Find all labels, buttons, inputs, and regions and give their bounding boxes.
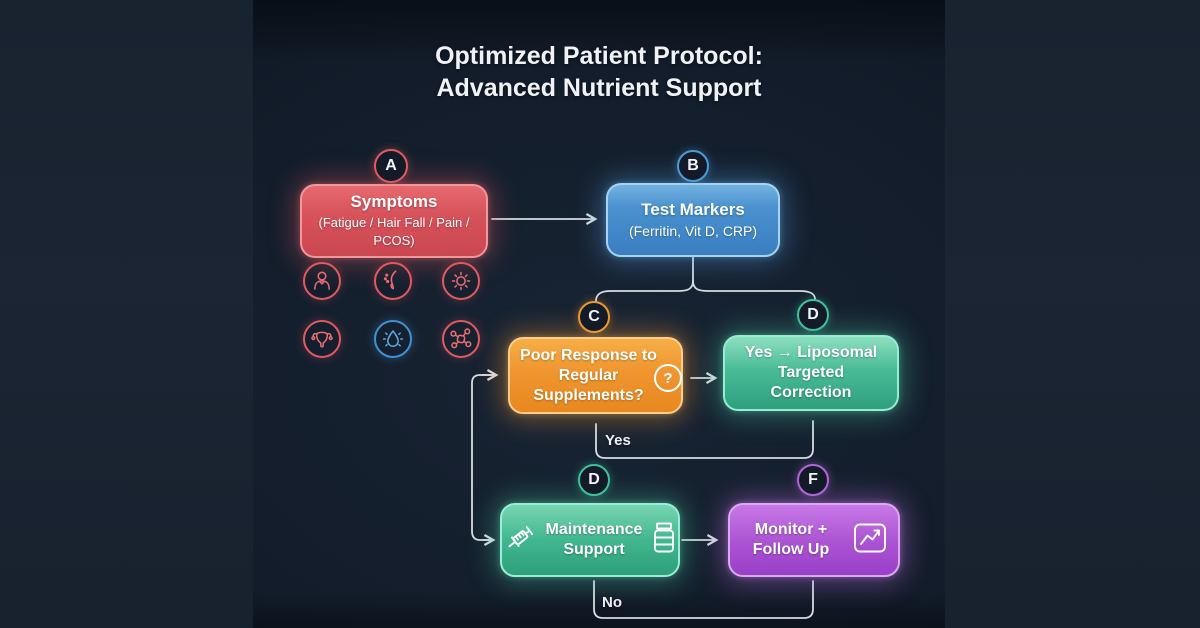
node-liposomal-title: Yes → Liposomal Targeted Correction (744, 344, 878, 401)
node-test-markers: Test Markers (Ferritin, Vit D, CRP) (606, 183, 780, 257)
question-mark-icon: ? (654, 364, 682, 392)
edge-branch-right-to-d (692, 280, 816, 300)
sun-icon (442, 262, 480, 300)
badge-step-c: C (578, 301, 610, 333)
left-letterbox-panel (0, 0, 253, 628)
trend-chart-icon (851, 520, 889, 561)
node-maintenance-title: Maintenance Support (545, 521, 643, 558)
node-liposomal-correction: Yes → Liposomal Targeted Correction (723, 335, 899, 411)
node-poor-response: Poor Response to Regular Supplements? (508, 337, 683, 414)
molecule-icon (442, 320, 480, 358)
edge-left-bracket (471, 374, 495, 541)
person-icon (303, 262, 341, 300)
node-symptoms: Symptoms (Fatigue / Hair Fall / Pain / P… (300, 184, 488, 258)
badge-step-a: A (374, 149, 408, 183)
badge-step-d-maintenance: D (578, 464, 610, 496)
edge-label-yes: Yes (605, 432, 631, 449)
node-poor-response-title: Poor Response to Regular Supplements? (520, 346, 657, 404)
hair-follicle-icon (374, 262, 412, 300)
uterus-icon (303, 320, 341, 358)
badge-step-d-liposomal: D (797, 299, 829, 331)
edge-no-u-connector (593, 580, 814, 619)
node-maintenance-support: Maintenance Support (500, 503, 680, 577)
page-title: Optimized Patient Protocol: Advanced Nut… (253, 40, 945, 104)
flowchart-panel: Optimized Patient Protocol: Advanced Nut… (253, 0, 945, 628)
title-line-2: Advanced Nutrient Support (436, 74, 762, 102)
edge-branch-left-to-c (595, 280, 694, 302)
water-drop-icon (374, 320, 412, 358)
node-symptoms-subtitle: (Fatigue / Hair Fall / Pain / PCOS) (318, 215, 470, 248)
pill-bottle-icon (650, 520, 678, 561)
node-test-markers-subtitle: (Ferritin, Vit D, CRP) (628, 223, 758, 239)
badge-step-f: F (797, 464, 829, 496)
edge-label-no: No (602, 594, 622, 611)
title-line-1: Optimized Patient Protocol: (435, 42, 763, 70)
right-letterbox-panel (945, 0, 1200, 628)
badge-step-b: B (677, 150, 709, 182)
node-test-markers-title: Test Markers (641, 200, 745, 219)
node-monitor-follow-up: Monitor + Follow Up (728, 503, 900, 577)
syringe-icon (502, 520, 538, 561)
node-monitor-title: Monitor + Follow Up (752, 521, 830, 558)
node-symptoms-title: Symptoms (350, 192, 438, 211)
